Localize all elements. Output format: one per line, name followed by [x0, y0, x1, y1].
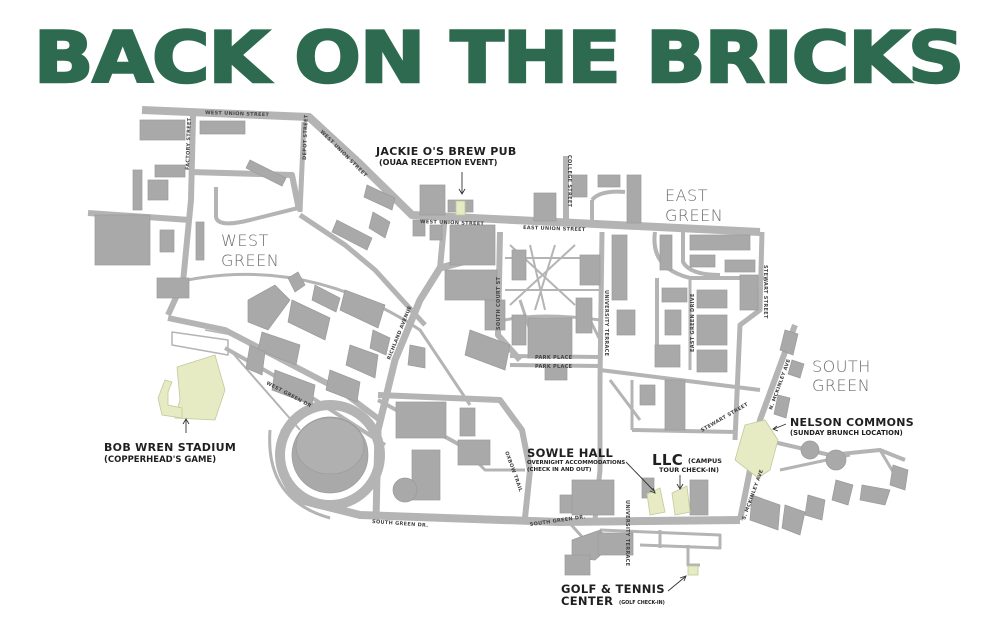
jackie-os-sub: (OUAA RECEPTION EVENT) [379, 158, 497, 167]
street-label-south-court: SOUTH COURT ST [496, 276, 502, 330]
label-golf-tennis-center[interactable]: GOLF & TENNIS CENTER (GOLF CHECK-IN) [561, 582, 665, 608]
golf-tennis-name-1: GOLF & TENNIS [561, 582, 665, 596]
sowle-hall-sub1: OVERNIGHT ACCOMMODATIONS [527, 460, 625, 466]
label-nelson-commons[interactable]: NELSON COMMONS (SUNDAY BRUNCH LOCATION) [790, 416, 914, 437]
nelson-commons-sub: (SUNDAY BRUNCH LOCATION) [790, 429, 903, 437]
street-label-east-green-dr: EAST GREEN DRIVE [690, 293, 696, 352]
area-label-west-green-1: WEST [221, 231, 269, 250]
arrow-sowle-hall [625, 461, 656, 494]
llc-name: LLC [652, 451, 683, 469]
street-label-factory: FACTORY STREET [185, 117, 193, 170]
street-label-south-green-dr-1: SOUTH GREEN DR. [372, 519, 429, 529]
street-label-stewart: STEWART STREET [762, 265, 768, 319]
bob-wren-stadium-stands[interactable] [157, 379, 183, 419]
road-oxbow-trail [377, 392, 533, 519]
bob-wren-name: BOB WREN STADIUM [104, 441, 236, 454]
sowle-hall-building[interactable] [646, 487, 666, 516]
arrow-llc [676, 475, 684, 490]
area-label-south-green-2: GREEN [812, 376, 870, 395]
sowle-hall-sub2: (CHECK IN AND OUT) [527, 467, 592, 473]
location-labels: JACKIE O'S BREW PUB (OUAA RECEPTION EVEN… [104, 145, 914, 608]
street-label-park-place-2: PARK PLACE [535, 364, 573, 370]
golf-tennis-center-building[interactable] [687, 565, 699, 576]
area-labels: WEST GREEN EAST GREEN SOUTH GREEN [221, 186, 871, 395]
sowle-hall-name: SOWLE HALL [527, 446, 613, 460]
street-label-university-terrace: UNIVERSITY TERRACE [603, 290, 609, 357]
label-bob-wren-stadium[interactable]: BOB WREN STADIUM (COPPERHEAD'S GAME) [104, 441, 236, 465]
arrow-jackie-os [458, 172, 466, 195]
arrow-bob-wren [182, 418, 190, 433]
street-label-college: COLLEGE STREET [566, 155, 572, 208]
street-label-park-place-1: PARK PLACE [535, 355, 573, 361]
label-jackie-os[interactable]: JACKIE O'S BREW PUB (OUAA RECEPTION EVEN… [375, 145, 517, 167]
golf-tennis-name-2: CENTER [561, 594, 613, 608]
llc-sub1: (CAMPUS [688, 457, 722, 465]
road-network [87, 106, 906, 567]
buildings [94, 119, 909, 576]
street-label-depot: DEPOT STREET [302, 114, 310, 160]
road-stewart-street [732, 231, 765, 441]
highlighted-locations [157, 200, 779, 576]
arrow-nelson-commons [772, 423, 787, 432]
road-factory-street [165, 115, 196, 317]
area-label-east-green-2: GREEN [665, 206, 723, 225]
road-west-union-street [141, 106, 761, 236]
street-label-oxbow: OXBOW TRAIL [503, 451, 523, 494]
label-llc[interactable]: LLC (CAMPUS TOUR CHECK-IN) [652, 451, 722, 474]
golf-tennis-sub: (GOLF CHECK-IN) [619, 600, 665, 606]
area-label-south-green-1: SOUTH [812, 357, 871, 376]
road-south-court-st [495, 231, 523, 362]
llc-building[interactable] [671, 485, 691, 516]
jackie-os-building[interactable] [455, 200, 466, 216]
street-label-east-union: EAST UNION STREET [523, 225, 586, 233]
road-depot-street [297, 121, 307, 213]
street-label-university-terrace-2: UNIVERSITY TERRACE [624, 500, 630, 567]
area-label-east-green-1: EAST [665, 186, 708, 205]
street-label-west-union-top: WEST UNION STREET [205, 110, 270, 118]
jackie-os-name: JACKIE O'S BREW PUB [375, 145, 517, 158]
llc-sub2: TOUR CHECK-IN) [659, 466, 719, 474]
page-title: BACK ON THE BRICKS [32, 17, 965, 100]
bob-wren-sub: (COPPERHEAD'S GAME) [104, 455, 216, 465]
label-sowle-hall[interactable]: SOWLE HALL OVERNIGHT ACCOMMODATIONS (CHE… [527, 446, 625, 473]
arrows [182, 172, 787, 592]
street-label-west-union-mid: WEST UNION STREET [420, 219, 485, 227]
street-label-stewart-2: STEWART STREET [700, 402, 750, 434]
area-label-west-green-2: GREEN [221, 251, 279, 270]
bob-wren-stadium-field[interactable] [174, 354, 226, 421]
nelson-commons-building[interactable] [734, 419, 779, 479]
road-mckinley-ave [737, 323, 798, 521]
nelson-commons-name: NELSON COMMONS [790, 416, 914, 429]
arrow-golf-tennis [667, 575, 687, 592]
street-label-west-union-diag: WEST UNION STREET [319, 129, 369, 179]
